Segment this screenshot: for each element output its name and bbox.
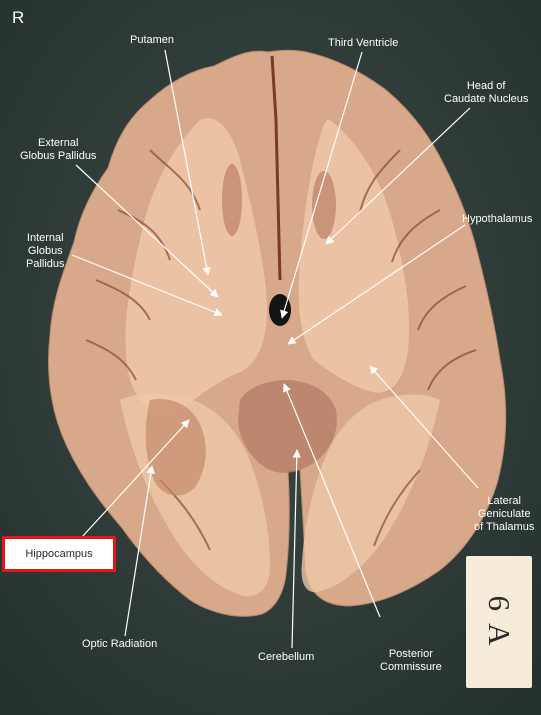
label-posterior-commissure-line2: Commissure: [380, 661, 442, 673]
arrow-putamen: [164, 49, 211, 276]
label-external-gp-line1: External: [38, 137, 79, 149]
label-head-caudate: Head of Caudate Nucleus: [444, 80, 528, 106]
arrow-cerebellum: [291, 449, 302, 649]
label-head-caudate-line2: Caudate Nucleus: [444, 93, 529, 105]
lateral-ventricle-right: [312, 171, 336, 239]
label-internal-gp-line3: Pallidus: [26, 258, 65, 270]
arrow-hippocampus: [81, 419, 190, 538]
label-putamen: Putamen: [130, 34, 175, 46]
label-internal-gp-line1: Internal: [26, 232, 64, 244]
label-hypothalamus: Hypothalamus: [462, 213, 533, 225]
arrow-lateral-geniculate: [369, 365, 479, 489]
arrow-hypothalamus: [287, 224, 466, 345]
label-internal-gp-line2: Globus: [27, 245, 63, 257]
label-external-gp-line2: Globus Pallidus: [20, 150, 97, 162]
arrow-third-ventricle: [280, 51, 363, 319]
label-cerebellum: Cerebellum: [258, 651, 315, 663]
lateral-ventricle-left: [222, 164, 242, 236]
arrow-posterior-commissure: [282, 383, 381, 618]
pointer-arrows: [71, 49, 479, 649]
label-lateral-geniculate-line2: Geniculate: [477, 508, 531, 520]
specimen-card: 6 A: [466, 556, 532, 688]
label-third-ventricle: Third Ventricle: [328, 37, 399, 49]
label-lateral-geniculate: Lateral Geniculate of Thalamus: [474, 495, 534, 534]
label-head-caudate-line1: Head of: [466, 80, 506, 92]
label-internal-gp: Internal Globus Pallidus: [26, 232, 65, 271]
temporal-wm-right: [301, 394, 440, 593]
label-optic-radiation: Optic Radiation: [82, 638, 158, 650]
label-hippocampus: Hippocampus: [25, 548, 93, 560]
arrow-optic-radiation: [124, 465, 155, 637]
label-lateral-geniculate-line1: Lateral: [487, 495, 521, 507]
hippocampus-region-left: [145, 399, 206, 496]
orientation-label-right: R: [12, 8, 25, 27]
midbrain-cerebellum: [238, 380, 337, 473]
arrow-internal-gp: [71, 254, 223, 317]
arrow-head-caudate: [325, 107, 471, 245]
arrow-external-gp: [75, 164, 219, 298]
sulci: [85, 149, 477, 551]
label-lateral-geniculate-line3: of Thalamus: [474, 521, 535, 533]
interhemispheric-fissure: [270, 55, 282, 281]
hippocampus-highlight-box: Hippocampus: [2, 536, 116, 572]
label-posterior-commissure: Posterior Commissure: [380, 648, 442, 674]
specimen-card-text: 6 A: [482, 595, 517, 649]
label-external-gp: External Globus Pallidus: [20, 137, 96, 163]
label-posterior-commissure-line1: Posterior: [388, 648, 433, 660]
